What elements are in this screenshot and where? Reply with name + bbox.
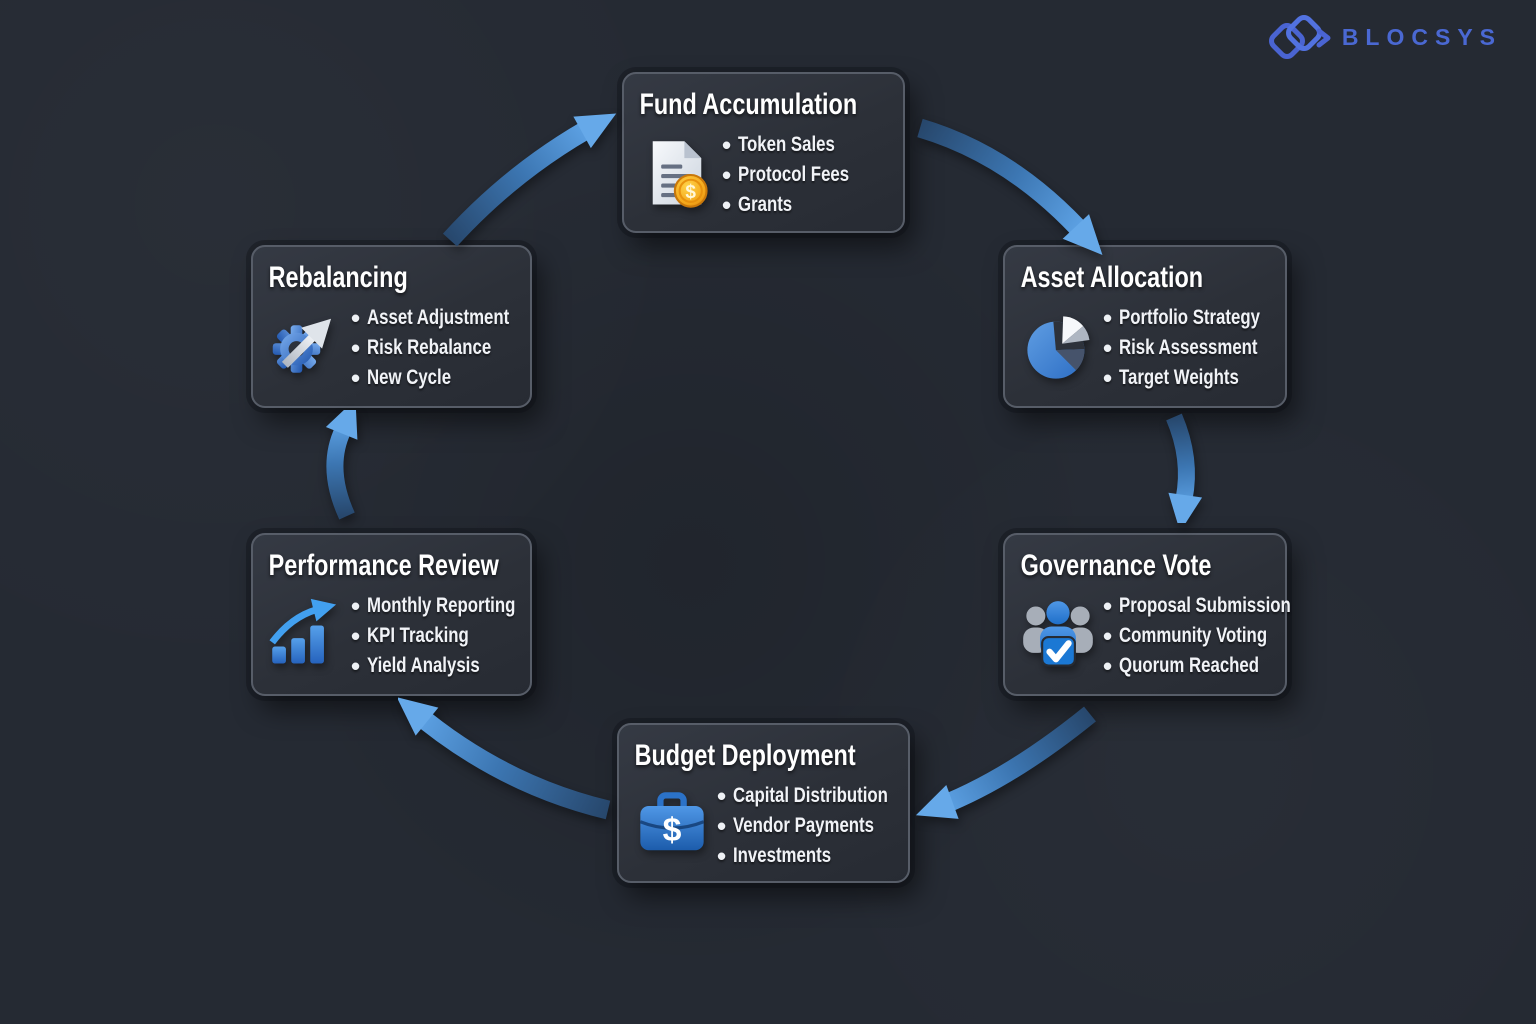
node-title: Fund Accumulation: [639, 88, 858, 121]
arrow-asset-allocation-to-governance-vote: [1166, 413, 1203, 523]
node-performance-review: Performance Review Monthly Rep: [251, 533, 532, 696]
pie-chart-icon: [1019, 308, 1097, 388]
node-items: Portfolio Strategy Risk Assessment Targe…: [1103, 303, 1277, 393]
node-rebalancing: Rebalancing: [251, 245, 532, 408]
bullet-item: Proposal Submission: [1103, 591, 1291, 621]
bullet-item: Asset Adjustment: [351, 303, 522, 333]
bullet-item: Target Weights: [1103, 363, 1277, 393]
node-budget-deployment: Budget Deployment $ Capital Distribution: [617, 723, 910, 883]
bullet-item: Grants: [722, 190, 877, 220]
bar-chart-arrow-icon: [267, 596, 345, 676]
arrow-governance-vote-to-budget-deployment: [916, 706, 1096, 819]
bullet-item: Quorum Reached: [1103, 651, 1277, 681]
node-items: Proposal Submission Community Voting Quo…: [1103, 591, 1291, 681]
arrow-rebalancing-to-fund-accumulation: [442, 113, 617, 247]
gear-arrow-icon: [267, 308, 345, 388]
bullet-item: Risk Rebalance: [351, 333, 522, 363]
briefcase-dollar-icon: $: [633, 786, 711, 866]
bullet-item: Yield Analysis: [351, 651, 522, 681]
node-fund-accumulation: Fund Accumulation: [622, 72, 905, 233]
bullet-item: KPI Tracking: [351, 621, 522, 651]
node-items: Asset Adjustment Risk Rebalance New Cycl…: [351, 303, 522, 393]
node-items: Capital Distribution Vendor Payments Inv…: [717, 781, 900, 871]
node-governance-vote: Governance Vote: [1003, 533, 1291, 696]
arrow-fund-accumulation-to-asset-allocation: [917, 118, 1103, 255]
bullet-item: Portfolio Strategy: [1103, 303, 1277, 333]
bullet-item: Risk Assessment: [1103, 333, 1277, 363]
node-title: Governance Vote: [1020, 549, 1212, 582]
bullet-item: New Cycle: [351, 363, 522, 393]
node-items: Monthly Reporting KPI Tracking Yield Ana…: [351, 591, 522, 681]
node-title: Asset Allocation: [1020, 261, 1204, 294]
interlocked-diamonds-icon: [1268, 15, 1331, 59]
node-title: Performance Review: [268, 549, 499, 582]
brand-name: BLOCSYS: [1341, 23, 1502, 50]
bullet-item: Protocol Fees: [722, 160, 877, 190]
node-title: Rebalancing: [268, 261, 408, 294]
bullet-item: Community Voting: [1103, 621, 1277, 651]
svg-text:$: $: [663, 811, 682, 849]
bullet-item: Vendor Payments: [717, 811, 900, 841]
node-items: Token Sales Protocol Fees Grants: [722, 130, 877, 220]
arrow-budget-deployment-to-performance-review: [398, 697, 611, 820]
node-asset-allocation: Asset Allocation Portfolio Str: [1003, 245, 1287, 408]
bullet-item: Token Sales: [722, 130, 877, 160]
arrow-performance-review-to-rebalancing: [325, 410, 358, 520]
bullet-item: Capital Distribution: [717, 781, 900, 811]
bullet-item: Investments: [717, 841, 900, 871]
node-title: Budget Deployment: [634, 739, 856, 772]
svg-text:$: $: [685, 182, 696, 203]
bullet-item: Monthly Reporting: [351, 591, 522, 621]
document-coin-icon: $: [638, 135, 716, 215]
people-vote-icon: [1019, 596, 1097, 676]
brand-logo: BLOCSYS: [1268, 14, 1502, 60]
